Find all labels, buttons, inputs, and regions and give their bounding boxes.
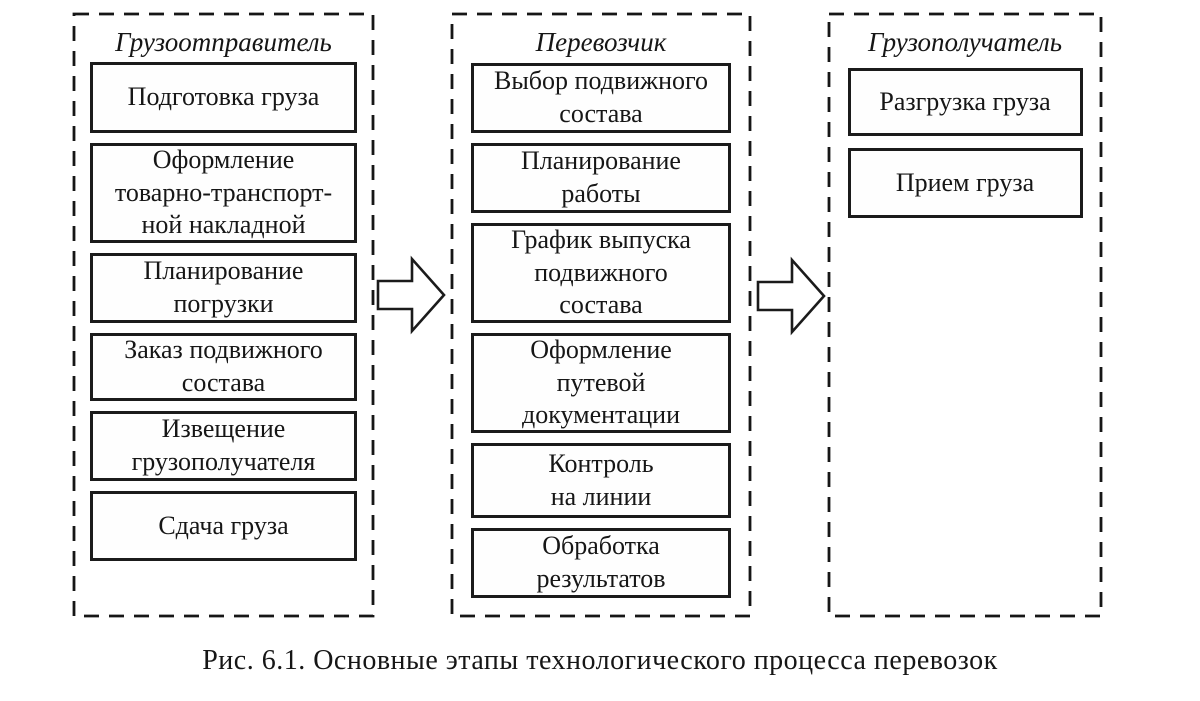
carrier-steps: Выбор подвижного состава Планирование ра… xyxy=(450,63,752,598)
carrier-column-title: Перевозчик xyxy=(535,27,667,57)
right-block-arrow-icon xyxy=(376,255,446,335)
process-step: Планирование погрузки xyxy=(90,253,357,323)
consignee-column: Грузополучатель Разгрузка груза Прием гр… xyxy=(827,12,1103,618)
right-block-arrow-icon xyxy=(756,256,826,336)
shipper-steps: Подготовка груза Оформление товарно-тран… xyxy=(72,62,375,561)
process-step: Обработка результатов xyxy=(471,528,731,598)
process-step: Прием груза xyxy=(847,148,1083,218)
process-step: Извещение грузополучателя xyxy=(90,411,357,481)
consignee-steps: Разгрузка груза Прием груза xyxy=(827,68,1103,218)
process-step: Контроль на линии xyxy=(471,443,731,518)
process-step: График выпуска подвижного состава xyxy=(471,223,731,323)
process-step: Планирование работы xyxy=(471,143,731,213)
process-step: Оформление путевой документации xyxy=(471,333,731,433)
process-step: Оформление товарно-транспорт- ной наклад… xyxy=(90,143,357,243)
carrier-column: Перевозчик Выбор подвижного состава План… xyxy=(450,12,752,618)
process-step: Выбор подвижного состава xyxy=(471,63,731,133)
process-step: Разгрузка груза xyxy=(847,68,1083,136)
process-step: Сдача груза xyxy=(90,491,357,561)
figure-caption: Рис. 6.1. Основные этапы технологическог… xyxy=(202,645,998,676)
process-step: Подготовка груза xyxy=(90,62,357,133)
consignee-column-title: Грузополучатель xyxy=(867,27,1063,57)
shipper-column: Грузоотправитель Подготовка груза Оформл… xyxy=(72,12,375,618)
shipper-column-title: Грузоотправитель xyxy=(115,27,332,57)
process-step: Заказ подвижного состава xyxy=(90,333,357,401)
